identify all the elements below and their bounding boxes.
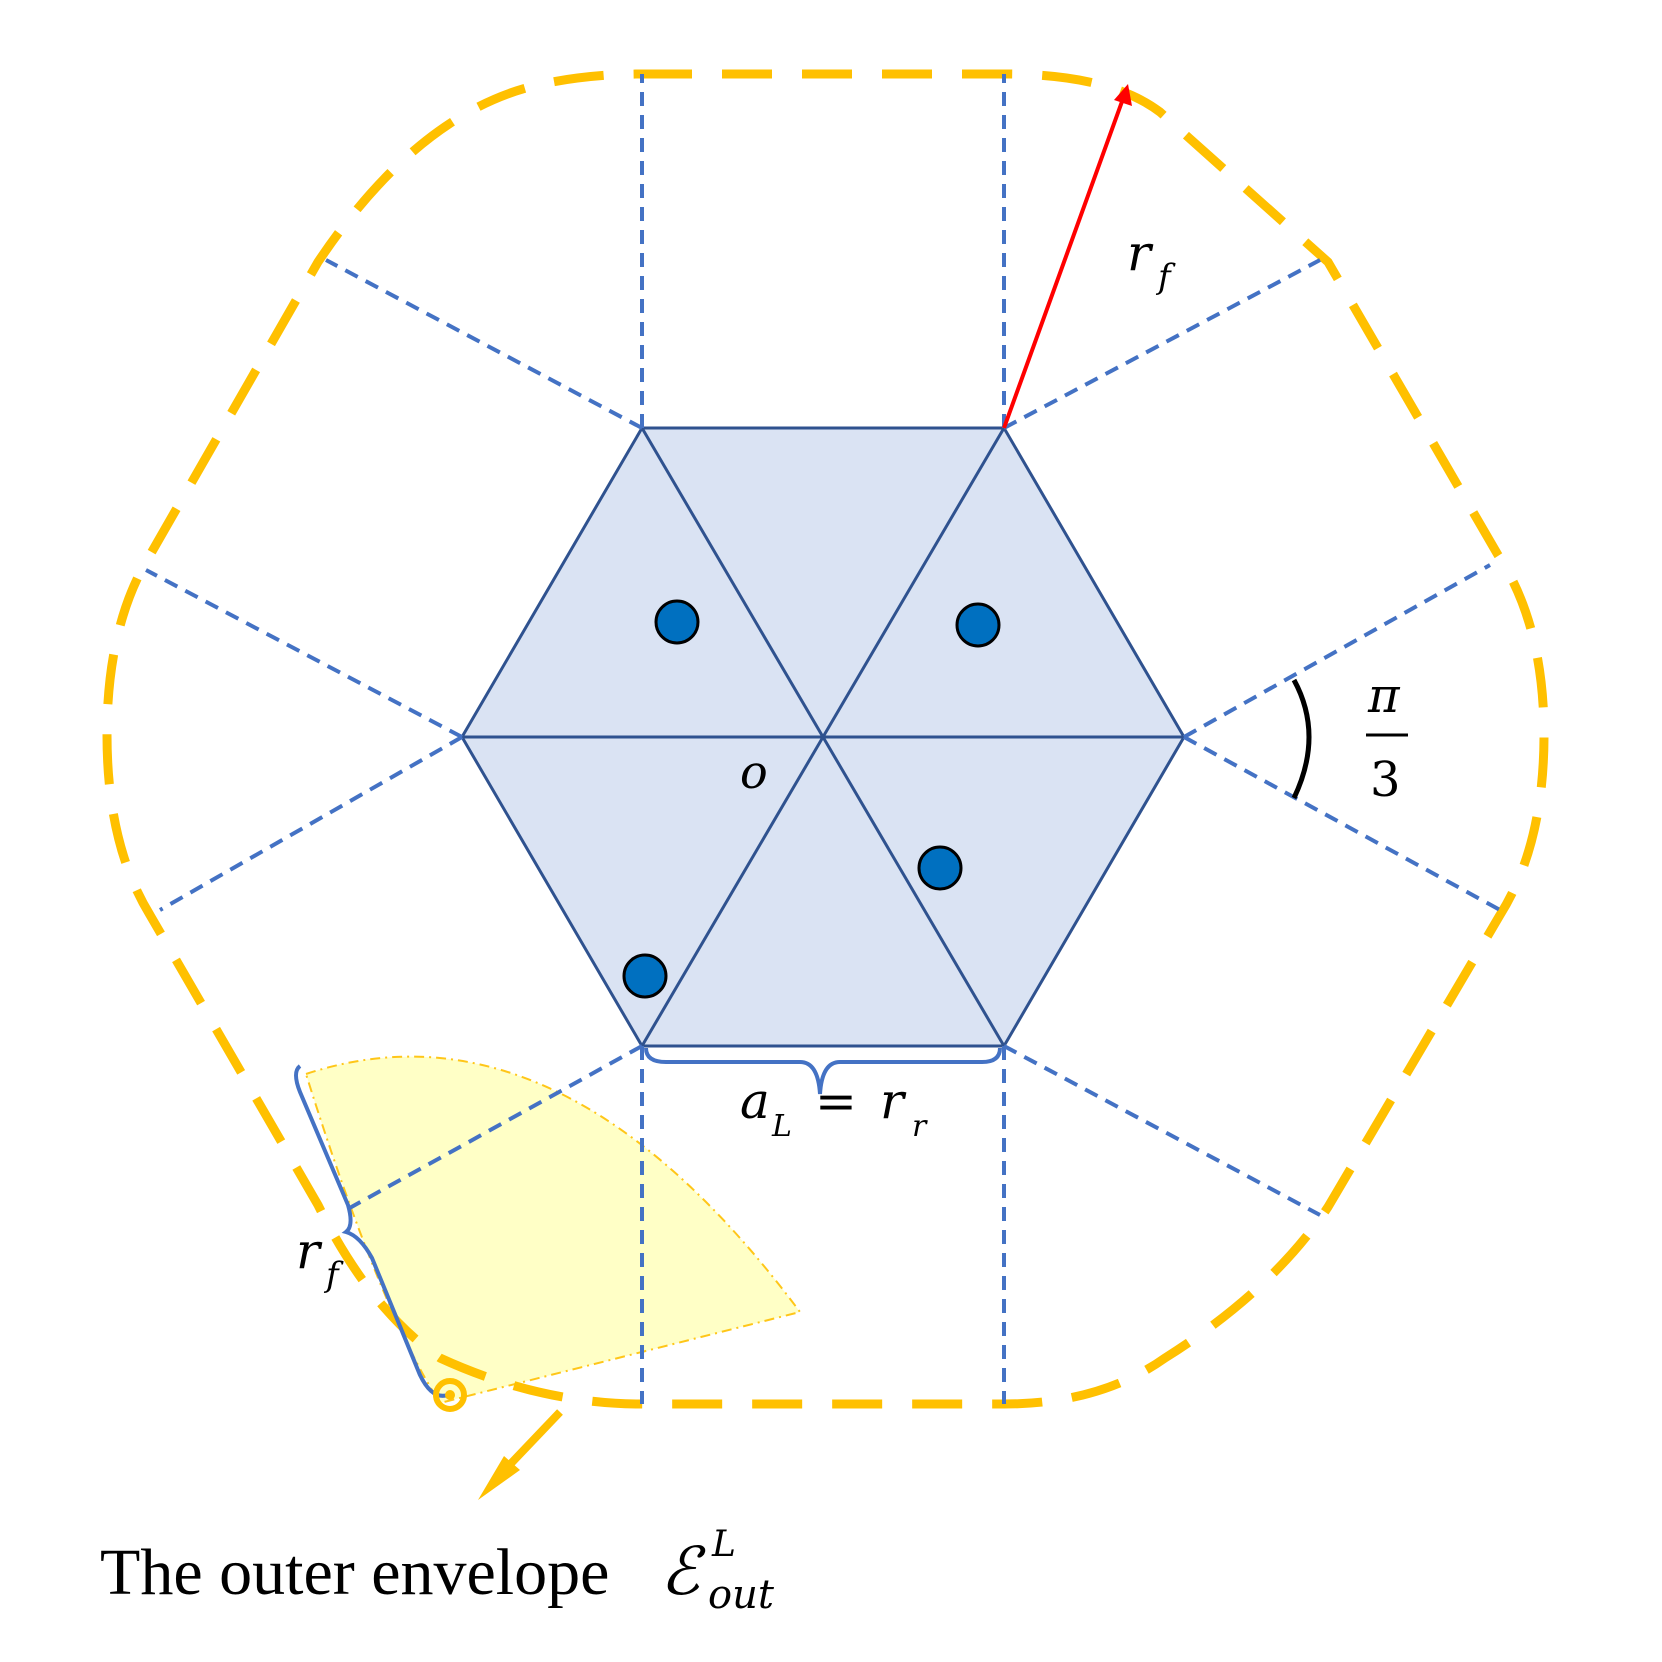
- caption-symbol: ℰ: [660, 1533, 706, 1610]
- angle-arc: [1291, 678, 1312, 800]
- arrow-down-left-icon: [478, 1409, 563, 1500]
- radius-arrow: [1002, 84, 1132, 429]
- sector-brace: [294, 1064, 449, 1398]
- sector-region: [304, 1055, 802, 1405]
- caption-text: The outer envelope: [100, 1536, 626, 1609]
- radius-label-left: r: [296, 1222, 323, 1280]
- edge-label-eq: =: [815, 1072, 857, 1130]
- radius-label-top-sub: f: [1155, 257, 1176, 297]
- edge-label-r: r: [880, 1072, 907, 1130]
- edge-label-a-sub: L: [771, 1109, 792, 1144]
- point: [654, 599, 700, 645]
- angle-label-numerator: π: [1367, 668, 1401, 724]
- radius-label-top: r: [1127, 224, 1154, 282]
- point: [955, 602, 1001, 648]
- point: [622, 953, 668, 999]
- radius-label-left-sub: f: [323, 1255, 344, 1295]
- point: [917, 845, 963, 891]
- sector-apex-dot: [445, 1390, 455, 1400]
- caption-symbol-sub: out: [708, 1572, 775, 1618]
- dashed-normals: [145, 74, 1501, 1404]
- sample-points: [622, 599, 1001, 999]
- edge-label-a: a: [740, 1072, 770, 1130]
- caption-symbol-sup: L: [711, 1524, 736, 1565]
- edge-brace: [644, 1047, 1002, 1095]
- hexagon-diagonals: [462, 427, 1184, 1047]
- sector-apex-marker: [433, 1378, 467, 1412]
- edge-label-r-sub: r: [912, 1109, 928, 1144]
- outer-envelope: [102, 69, 1549, 1409]
- center-label: o: [740, 745, 768, 799]
- angle-label-denominator: 3: [1370, 752, 1401, 808]
